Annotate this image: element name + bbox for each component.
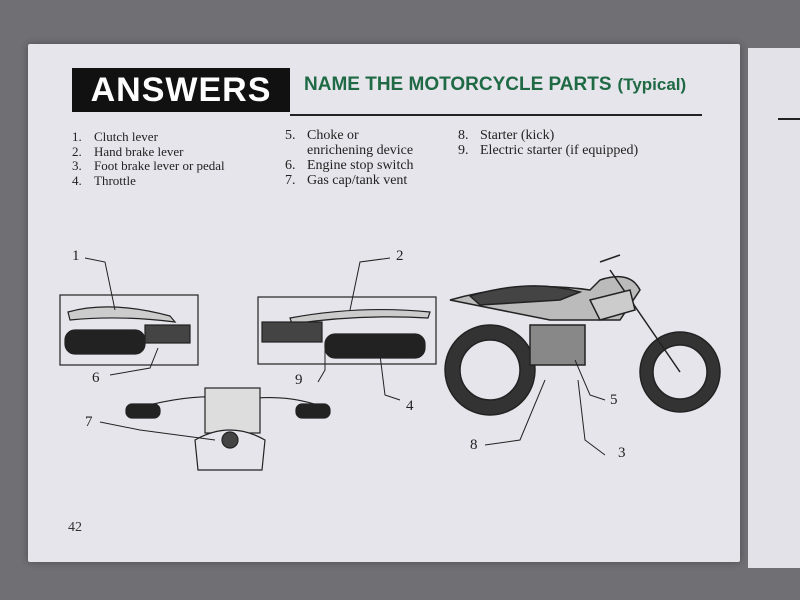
callout-8: 8 xyxy=(470,437,478,453)
callout-6: 6 xyxy=(92,370,100,386)
callout-lines xyxy=(84,257,606,456)
parts-list-col1: 1.Clutch lever 2.Hand brake lever 3.Foot… xyxy=(72,129,225,188)
callout-7: 7 xyxy=(85,414,93,430)
list-item: 4.Throttle xyxy=(72,172,136,188)
list-item: 6.Engine stop switch xyxy=(285,158,414,173)
callout-4: 4 xyxy=(406,398,414,414)
parts-list-col2: 5.Choke or enrichening device 6.Engine s… xyxy=(285,128,414,188)
list-item: 5.Choke or xyxy=(285,128,359,143)
facing-page xyxy=(748,48,800,568)
page-number: 42 xyxy=(68,520,82,535)
list-item: 9.Electric starter (if equipped) xyxy=(458,143,639,158)
list-item: 2.Hand brake lever xyxy=(72,143,184,159)
callout-9: 9 xyxy=(295,372,303,388)
motorcycle-drawing xyxy=(444,254,721,416)
callout-5: 5 xyxy=(610,392,618,408)
right-handlebar-drawing xyxy=(257,296,437,365)
facing-page-rule xyxy=(778,118,800,120)
callout-2: 2 xyxy=(396,248,404,264)
answers-badge: ANSWERS xyxy=(72,68,290,112)
title-subtitle: (Typical) xyxy=(617,75,687,94)
list-item: 1.Clutch lever xyxy=(72,129,158,144)
list-item: 7.Gas cap/tank vent xyxy=(285,173,408,188)
callout-1: 1 xyxy=(72,248,80,264)
callout-3: 3 xyxy=(618,445,626,461)
page-title: NAME THE MOTORCYCLE PARTS (Typical) xyxy=(304,74,686,96)
title-text: NAME THE MOTORCYCLE PARTS xyxy=(304,74,612,95)
parts-list-col3: 8.Starter (kick) 9.Electric starter (if … xyxy=(458,128,638,158)
list-item: enrichening device xyxy=(307,143,414,158)
left-handlebar-drawing xyxy=(59,294,199,366)
list-item: 3.Foot brake lever or pedal xyxy=(72,158,225,173)
list-item: 8.Starter (kick) xyxy=(458,128,555,143)
title-underline xyxy=(290,114,702,116)
handlebar-front-drawing xyxy=(125,387,331,471)
